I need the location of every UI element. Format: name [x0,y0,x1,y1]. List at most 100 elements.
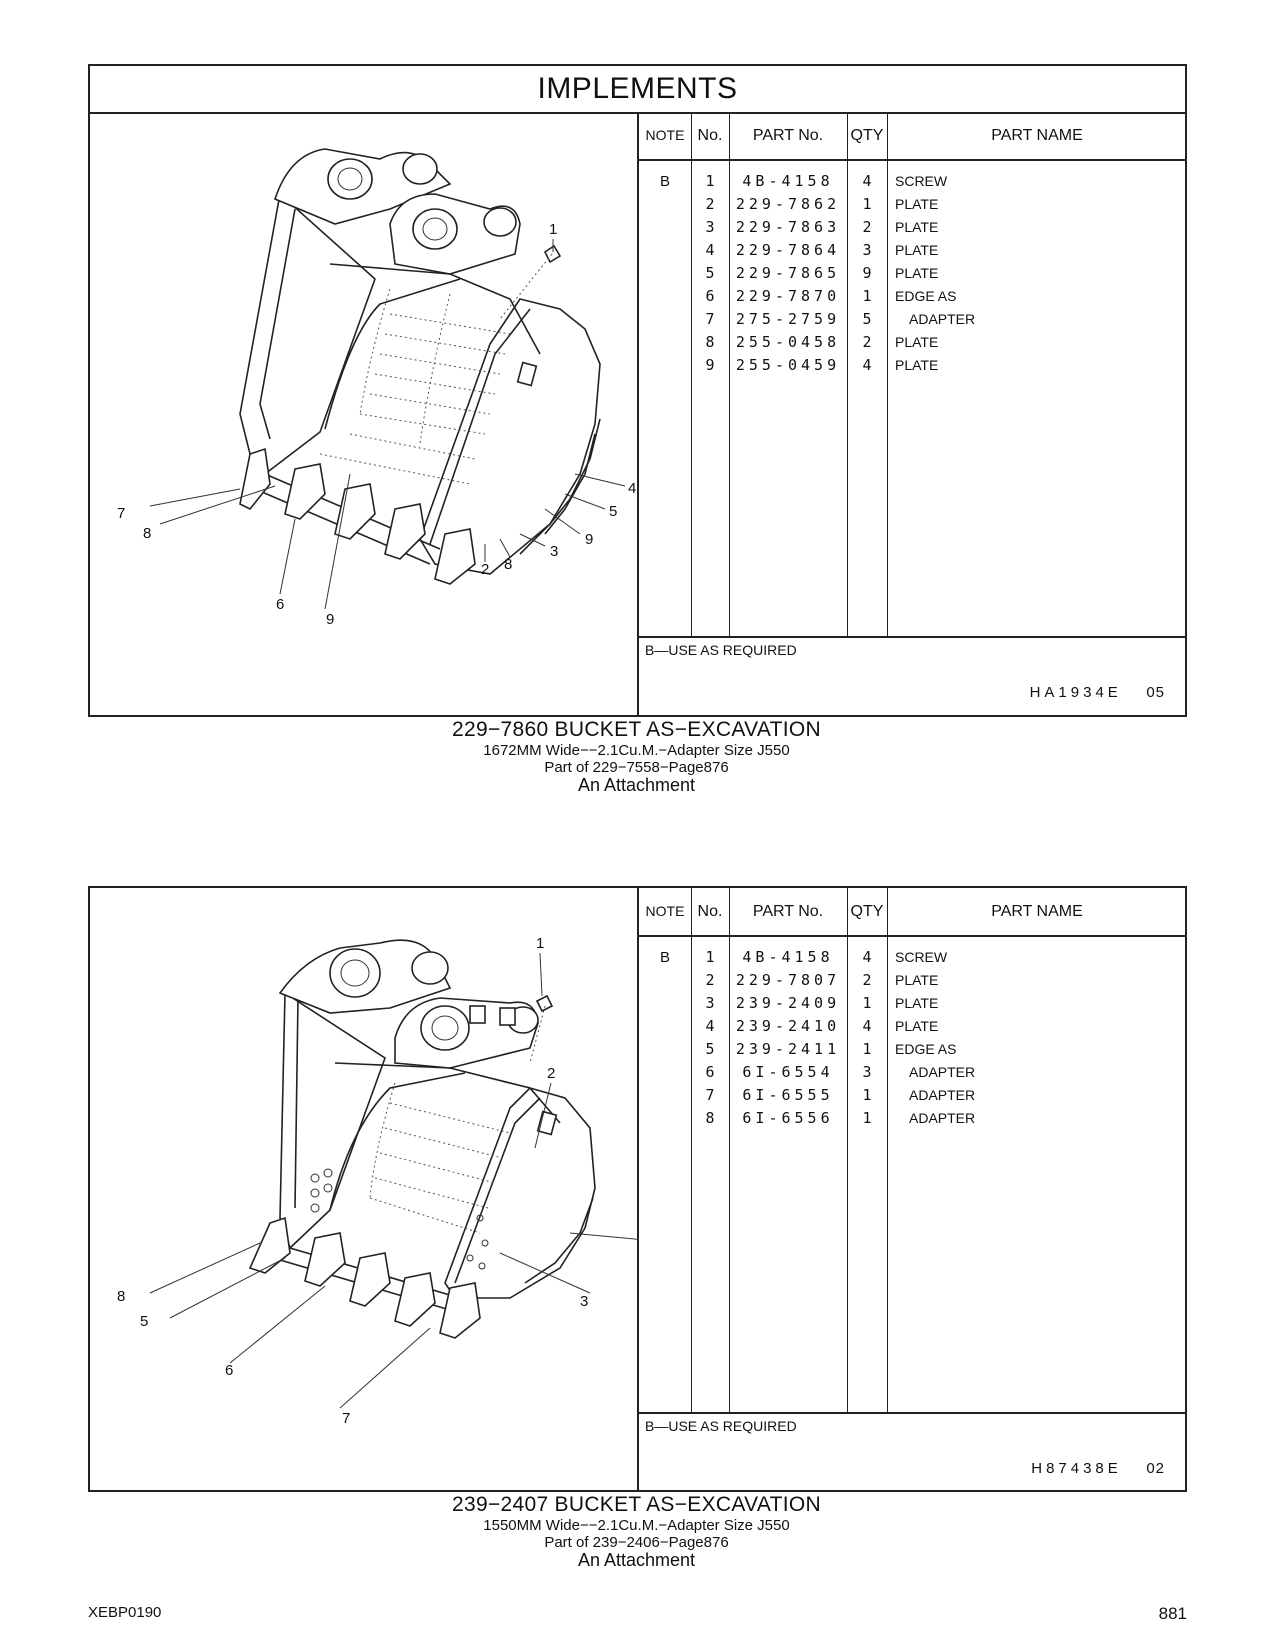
illustration-code: HA1934E 05 [1029,684,1165,701]
callout-number: 2 [547,1065,555,1082]
part-qty: 1 [862,994,872,1012]
header-part-no: PART No. [752,127,824,144]
part-name: ADAPTER [909,1064,976,1080]
part-number: 255-0459 [735,356,841,374]
part-index: 6 [705,287,715,305]
bucket-drawing-2: 1 2 4 3 8 5 6 7 [117,935,639,1427]
part-number: 229-7865 [735,264,841,282]
footnote: B—USE AS REQUIRED [645,1418,797,1434]
part-index: 2 [705,195,715,213]
table-header: NOTE No. PART No. QTY PART NAME [639,888,1185,937]
caption-1: 229−7860 BUCKET AS−EXCAVATION 1672MM Wid… [0,718,1273,794]
part-number: 6I-6556 [742,1109,834,1127]
header-part-name: PART NAME [991,127,1083,144]
part-name: EDGE AS [895,1041,957,1057]
part-index: 3 [705,218,715,236]
part-number: 275-2759 [735,310,841,328]
caption-part-of: Part of 229−7558−Page876 [544,759,729,776]
part-number: 4B-4158 [742,172,834,190]
caption-spec: 1550MM Wide−−2.1Cu.M.−Adapter Size J550 [483,1517,790,1534]
part-index: 1 [705,172,715,190]
page-number: 881 [1158,1604,1187,1623]
table-row: 5 239-2411 1 EDGE AS [639,1038,1185,1061]
part-index: 7 [705,1086,715,1104]
table-header: NOTE No. PART No. QTY PART NAME [639,112,1185,161]
caption-part-of: Part of 239−2406−Page876 [544,1534,729,1551]
part-index: 5 [705,1040,715,1058]
callout-number: 2 [481,561,489,578]
caption-attachment: An Attachment [577,775,696,795]
header-qty: QTY [850,127,884,144]
caption-spec: 1672MM Wide−−2.1Cu.M.−Adapter Size J550 [483,742,790,759]
table-row: 6 6I-6554 3 ADAPTER [639,1061,1185,1084]
part-name: PLATE [895,334,939,350]
header-note: NOTE [645,903,685,919]
part-number: 229-7863 [735,218,841,236]
part-index: 2 [705,971,715,989]
part-qty: 9 [862,264,872,282]
header-qty: QTY [850,903,884,920]
part-index: 6 [705,1063,715,1081]
callout-number: 3 [550,543,558,560]
part-qty: 1 [862,1040,872,1058]
part-qty: 3 [862,1063,872,1081]
callout-number: 3 [580,1293,588,1310]
part-number: 6I-6555 [742,1086,834,1104]
part-index: 1 [705,948,715,966]
callout-number: 7 [117,505,125,522]
header-part-no: PART No. [752,903,824,920]
table-footer: B—USE AS REQUIRED H87438E 02 [639,1412,1185,1492]
part-name: ADAPTER [909,1110,976,1126]
part-name: ADAPTER [909,1087,976,1103]
callout-number: 8 [143,525,151,542]
part-qty: 4 [862,1017,872,1035]
part-name: PLATE [895,265,939,281]
bucket-drawing-1: 1 4 5 9 3 8 2 7 8 6 9 [117,148,636,628]
part-name: PLATE [895,357,939,373]
caption-2: 239−2407 BUCKET AS−EXCAVATION 1550MM Wid… [0,1493,1273,1569]
callout-number: 6 [276,596,284,613]
section-title: IMPLEMENTS [90,66,1185,114]
part-number: 4B-4158 [742,948,834,966]
header-note: NOTE [645,127,685,143]
callout-number: 8 [117,1288,125,1305]
part-qty: 1 [862,287,872,305]
parts-panel-1: IMPLEMENTS [88,64,1187,717]
callout-number: 5 [140,1313,148,1330]
part-number: 239-2409 [735,994,841,1012]
part-number: 6I-6554 [742,1063,834,1081]
bucket-illustration-2: 1 2 4 3 8 5 6 7 [90,888,639,1492]
part-qty: 2 [862,333,872,351]
part-number: 229-7807 [735,971,841,989]
part-number: 229-7864 [735,241,841,259]
part-qty: 4 [862,948,872,966]
part-qty: 2 [862,971,872,989]
callout-number: 9 [585,531,593,548]
part-index: 7 [705,310,715,328]
part-name: SCREW [895,173,948,189]
bucket-illustration-1: 1 4 5 9 3 8 2 7 8 6 9 [90,114,639,717]
part-number: 239-2411 [735,1040,841,1058]
callout-number: 1 [549,221,557,238]
callout-number: 7 [342,1410,350,1427]
footnote: B—USE AS REQUIRED [645,642,797,658]
caption-attachment: An Attachment [577,1550,696,1570]
part-qty: 4 [862,356,872,374]
part-name: EDGE AS [895,288,957,304]
header-no: No. [697,127,723,144]
header-no: No. [697,903,723,920]
part-name: PLATE [895,242,939,258]
